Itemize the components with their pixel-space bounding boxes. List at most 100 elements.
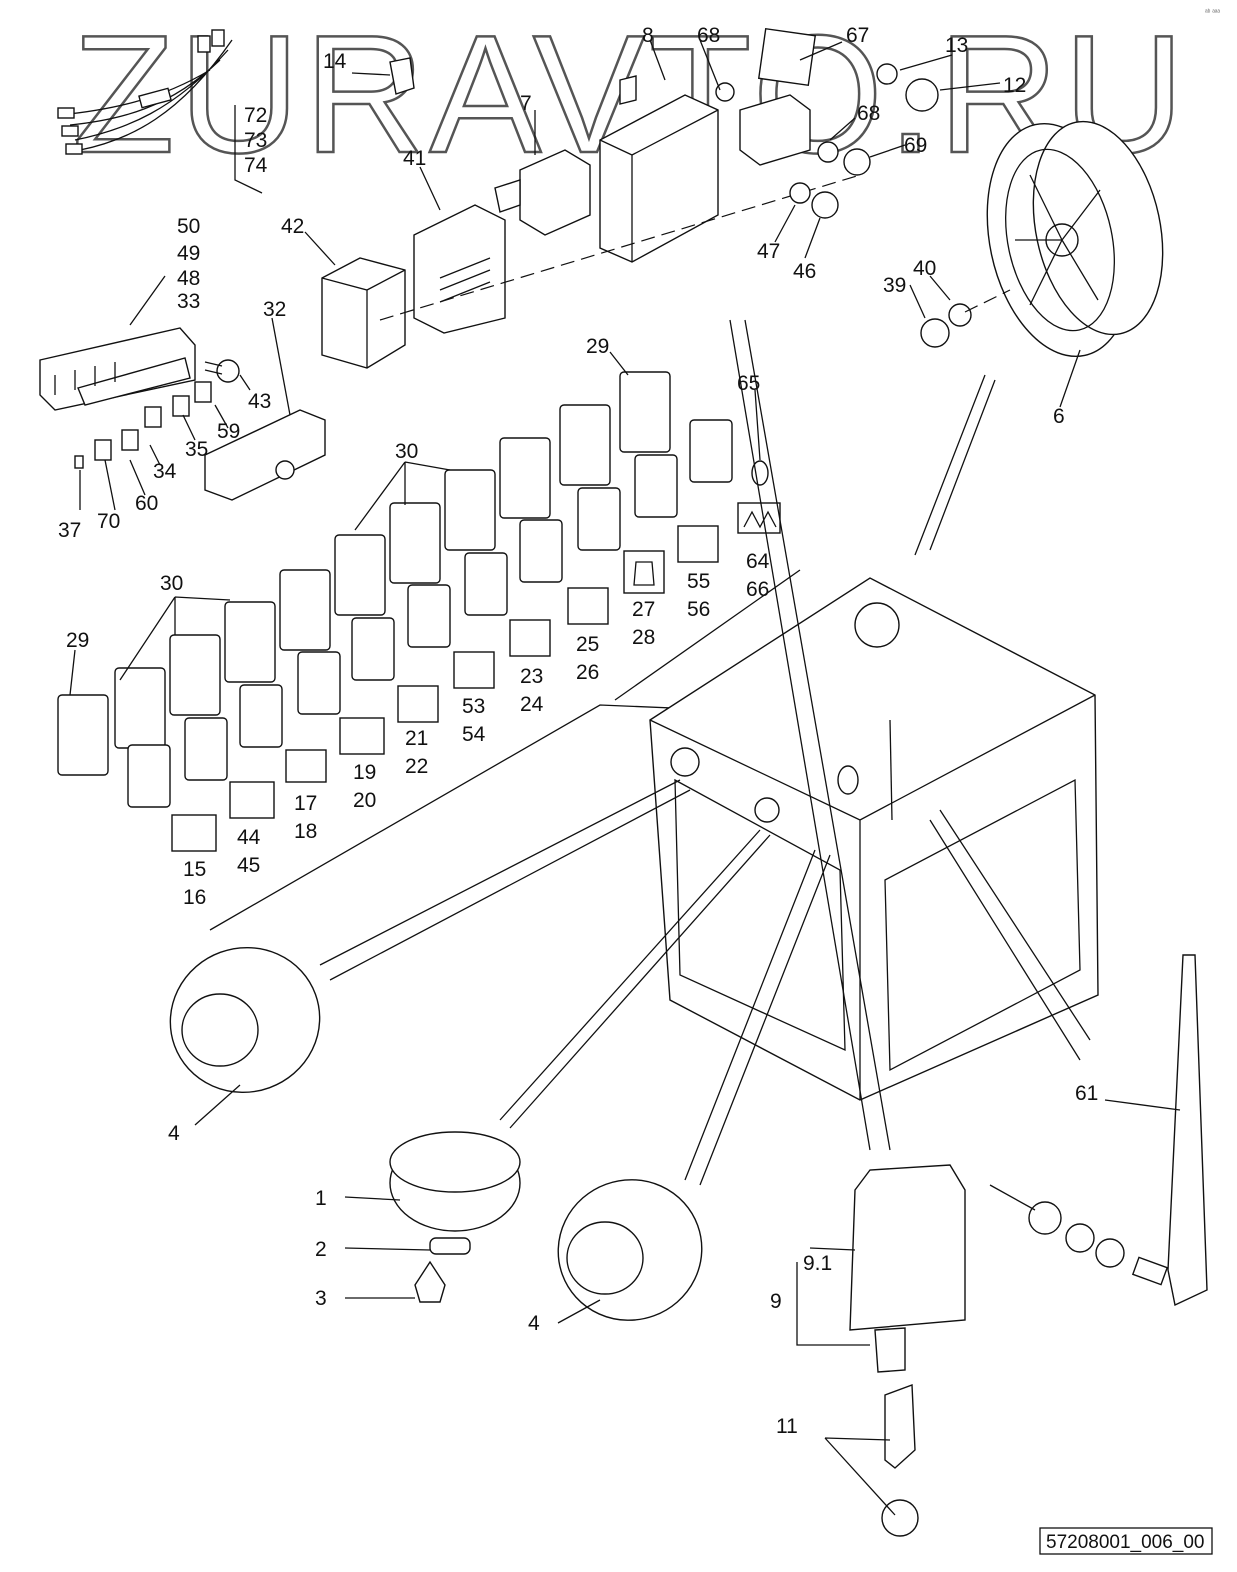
label-69: 69: [904, 134, 927, 157]
grommet-13: [876, 63, 898, 85]
washer-40: [948, 303, 972, 327]
mount-11: [881, 1384, 919, 1537]
reference-number: 57208001_006_00: [1046, 1532, 1205, 1553]
screw-43: [204, 359, 240, 383]
label-65: 65: [737, 372, 760, 395]
washer-47: [789, 182, 811, 204]
symbol-rear-window-icon: [285, 749, 327, 783]
label-21: 21: [405, 727, 428, 750]
label-16: 16: [183, 886, 206, 909]
label-25: 25: [576, 633, 599, 656]
label-11: 11: [776, 1415, 798, 1438]
label-2: 2: [315, 1238, 327, 1261]
dome-light-1: [389, 1131, 521, 1232]
fuses: [74, 381, 212, 469]
label-39: 39: [883, 274, 906, 297]
label-13: 13: [945, 34, 968, 57]
label-67: 67: [846, 24, 869, 47]
washer-68b: [817, 141, 839, 163]
label-48: 48: [177, 267, 200, 290]
label-23: 23: [520, 665, 543, 688]
wiring-harness: [57, 29, 233, 155]
switch-symbols: [171, 502, 781, 852]
label-9: 9: [770, 1290, 782, 1313]
label-24: 24: [520, 693, 544, 716]
label-6: 6: [1053, 405, 1065, 428]
label-60: 60: [135, 492, 158, 515]
symbol-work-light-icon: [677, 525, 719, 563]
symbol-lights-icon: [509, 619, 551, 657]
symbol-headlight-icon: [453, 651, 495, 689]
cab-body: [649, 577, 1099, 1101]
label-4-left: 4: [168, 1122, 180, 1145]
switch-row-lower: [57, 569, 341, 808]
speaker-4-center: [557, 1179, 703, 1321]
label-55: 55: [687, 570, 710, 593]
label-1: 1: [315, 1187, 327, 1210]
label-35: 35: [185, 438, 208, 461]
beacon-9: [849, 1164, 966, 1373]
label-59: 59: [217, 420, 240, 443]
label-46: 46: [793, 260, 816, 283]
label-leaders: [69, 39, 1181, 1516]
speaker-4-left: [169, 946, 321, 1094]
bracket-72-74: [234, 105, 263, 194]
label-61: 61: [1075, 1082, 1098, 1105]
label-54: 54: [462, 723, 486, 746]
label-4-center: 4: [528, 1312, 540, 1335]
label-29-top: 29: [586, 335, 609, 358]
label-66: 66: [746, 578, 769, 601]
symbol-rear-wiper-icon: [229, 781, 275, 819]
relay-bracket: [739, 94, 811, 166]
label-44: 44: [237, 826, 261, 849]
fuse-box-33: [39, 327, 196, 411]
label-33: 33: [177, 290, 200, 313]
label-32: 32: [263, 298, 286, 321]
bulb-65: [751, 460, 769, 486]
screw-part-3: [414, 1260, 446, 1303]
label-8: 8: [642, 24, 654, 47]
label-68-mid: 68: [857, 102, 880, 125]
label-27: 27: [632, 598, 655, 621]
label-26: 26: [576, 661, 599, 684]
washer-68a: [715, 82, 735, 102]
label-53: 53: [462, 695, 485, 718]
callout-labels: 72 73 74 14 8 68 67 13 12 7 68 69 41 42 …: [58, 24, 1098, 1438]
bulb-part-2: [429, 1237, 471, 1255]
label-30-top: 30: [395, 440, 418, 463]
label-72: 72: [244, 104, 267, 127]
corner-mark: ᵃᵇ ᵃᵃᵃ: [1205, 9, 1220, 16]
bracket-9: [796, 1247, 870, 1346]
symbol-beacon-icon: [623, 550, 665, 594]
housing-part-42: [321, 257, 406, 369]
label-30-bottom: 30: [160, 572, 183, 595]
label-34: 34: [153, 460, 177, 483]
symbol-heater-icon: [737, 502, 781, 534]
nut-39: [920, 318, 950, 348]
label-22: 22: [405, 755, 428, 778]
label-19: 19: [353, 761, 376, 784]
symbol-fan-icon: [567, 587, 609, 625]
label-40: 40: [913, 257, 936, 280]
label-14: 14: [323, 50, 347, 73]
label-73: 73: [244, 129, 267, 152]
label-37: 37: [58, 519, 81, 542]
nut-46: [811, 191, 839, 219]
fan-part-6: [986, 120, 1164, 358]
fuse-cover-32: [204, 409, 326, 501]
label-68-top: 68: [697, 24, 720, 47]
nut-69: [843, 148, 871, 176]
label-18: 18: [294, 820, 317, 843]
label-47: 47: [757, 240, 780, 263]
grommet-12: [905, 78, 939, 112]
label-9-1: 9.1: [803, 1252, 832, 1275]
label-41: 41: [403, 147, 426, 170]
label-64: 64: [746, 550, 770, 573]
clip-part-14: [389, 57, 415, 95]
switch-row-upper: [334, 371, 733, 681]
antenna-61: [989, 954, 1208, 1307]
label-45: 45: [237, 854, 260, 877]
leader-lines: [319, 319, 1091, 1186]
relay-part-7: [494, 149, 591, 236]
